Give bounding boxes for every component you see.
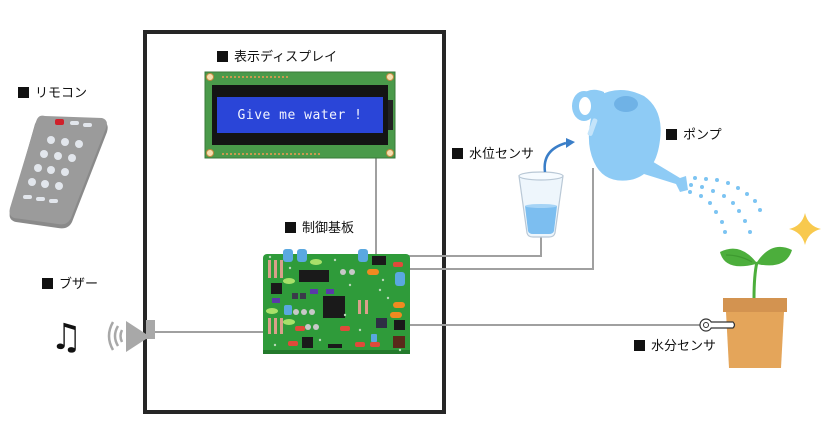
wire-controller-pump [408, 168, 594, 270]
sparkle-icon [789, 213, 821, 245]
label-bullet-icon [285, 222, 296, 233]
label-remote: リモコン [18, 86, 87, 102]
label-buzzer: ブザー [42, 277, 98, 293]
label-moisture-sensor: 水分センサ [634, 339, 716, 355]
label-bullet-icon [666, 129, 677, 140]
label-bullet-icon [217, 51, 228, 62]
music-note-icon: ♫ [50, 317, 83, 358]
label-bullet-icon [452, 148, 463, 159]
moisture-probe-icon [699, 318, 736, 332]
watering-can-icon [572, 89, 762, 234]
label-display: 表示ディスプレイ [217, 50, 337, 66]
label-pump: ポンプ [666, 128, 722, 144]
label-bullet-icon [634, 340, 645, 351]
potted-sprout-icon [720, 246, 792, 368]
controller-enclosure-frame [143, 30, 446, 414]
label-bullet-icon [18, 87, 29, 98]
lcd-screen-text: Give me water ! [237, 108, 363, 123]
label-water-level-sensor: 水位センサ [452, 147, 534, 163]
label-controller: 制御基板 [285, 221, 354, 237]
speaker-icon [107, 320, 155, 352]
wires [155, 150, 700, 333]
water-glass-icon [518, 138, 575, 238]
remote-control-icon [9, 115, 108, 229]
label-bullet-icon [42, 278, 53, 289]
wire-controller-water-level [408, 236, 542, 257]
circuit-board-icon [263, 249, 410, 354]
lcd-display-icon [204, 71, 396, 159]
